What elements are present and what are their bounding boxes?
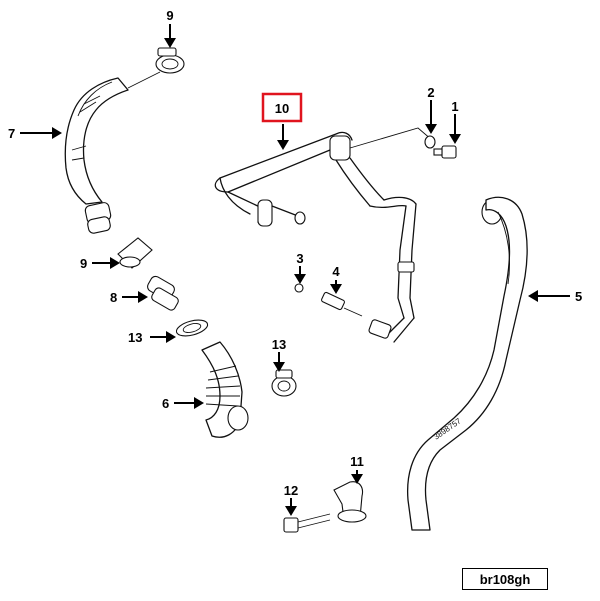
clamp-part-9-lower xyxy=(117,237,153,269)
hose-part-6 xyxy=(201,341,249,438)
hose-part-7 xyxy=(64,77,129,234)
callout-2: 2 xyxy=(427,85,434,100)
callout-5: 5 xyxy=(575,289,582,304)
callout-13-right: 13 xyxy=(272,337,286,352)
callout-7: 7 xyxy=(8,126,15,141)
fitting-part-4 xyxy=(321,291,363,317)
bracket-part-11 xyxy=(333,481,367,523)
callout-12: 12 xyxy=(284,483,298,498)
callout-labels: 9 10 2 1 7 9 3 4 5 8 13 13 6 11 12 xyxy=(8,8,582,498)
clamp-part-9-top xyxy=(127,47,185,89)
callout-4: 4 xyxy=(332,264,340,279)
callout-8: 8 xyxy=(110,290,117,305)
callout-highlight-box xyxy=(261,92,303,123)
washer-part-3 xyxy=(294,283,304,293)
callout-3: 3 xyxy=(296,251,303,266)
callout-6: 6 xyxy=(162,396,169,411)
leader-arrows xyxy=(20,24,570,516)
washer-part-2 xyxy=(424,135,436,149)
callout-10: 10 xyxy=(275,101,289,116)
callout-9-top: 9 xyxy=(166,8,173,23)
bolt-part-12 xyxy=(283,513,331,533)
callout-1: 1 xyxy=(451,99,458,114)
diagram-reference-code: br108gh xyxy=(462,568,548,590)
hose-part-5: 3898757 xyxy=(406,196,528,531)
hose-part-10 xyxy=(214,127,433,343)
connector-part-8 xyxy=(147,275,179,311)
clamp-part-13-left xyxy=(175,319,209,337)
callout-13-left: 13 xyxy=(128,330,142,345)
callout-11: 11 xyxy=(350,454,364,469)
callout-9-lower: 9 xyxy=(80,256,87,271)
clamp-part-13-right xyxy=(271,369,297,397)
bolt-part-1 xyxy=(433,145,457,159)
